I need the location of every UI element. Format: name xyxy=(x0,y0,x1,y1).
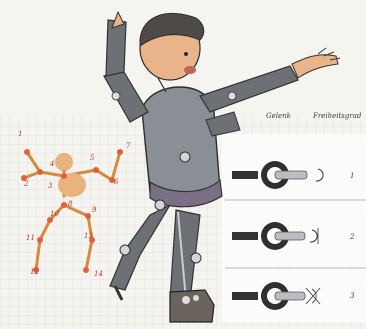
joint-label-12: 12 xyxy=(30,268,39,276)
joint-label-6: 6 xyxy=(114,178,118,186)
joint-label-2: 2 xyxy=(24,180,28,188)
joint-label-8: 8 xyxy=(68,200,72,208)
joint-label-13: 13 xyxy=(84,232,93,240)
joint-label-11: 11 xyxy=(26,234,35,242)
boot xyxy=(170,290,214,322)
joint-label-3: 3 xyxy=(48,182,52,190)
column-heading-joint: Gelenk xyxy=(266,112,291,120)
robot-left-arm xyxy=(104,12,148,122)
column-heading-degree-of-freedom: Freiheitsgrad xyxy=(313,112,361,120)
joint-label-14: 14 xyxy=(94,270,103,278)
joint-label-5: 5 xyxy=(90,154,94,162)
joint-label-7: 7 xyxy=(126,142,130,150)
robot-head xyxy=(140,13,204,92)
row-number-3: 3 xyxy=(350,292,354,300)
row-number-2: 2 xyxy=(350,233,354,241)
joint-label-10: 10 xyxy=(50,210,59,218)
joint-label-4: 4 xyxy=(50,160,54,168)
joint-label-1: 1 xyxy=(18,130,22,138)
robot-right-arm xyxy=(200,48,340,112)
joint-label-9: 9 xyxy=(92,206,96,214)
row-number-1: 1 xyxy=(350,172,354,180)
